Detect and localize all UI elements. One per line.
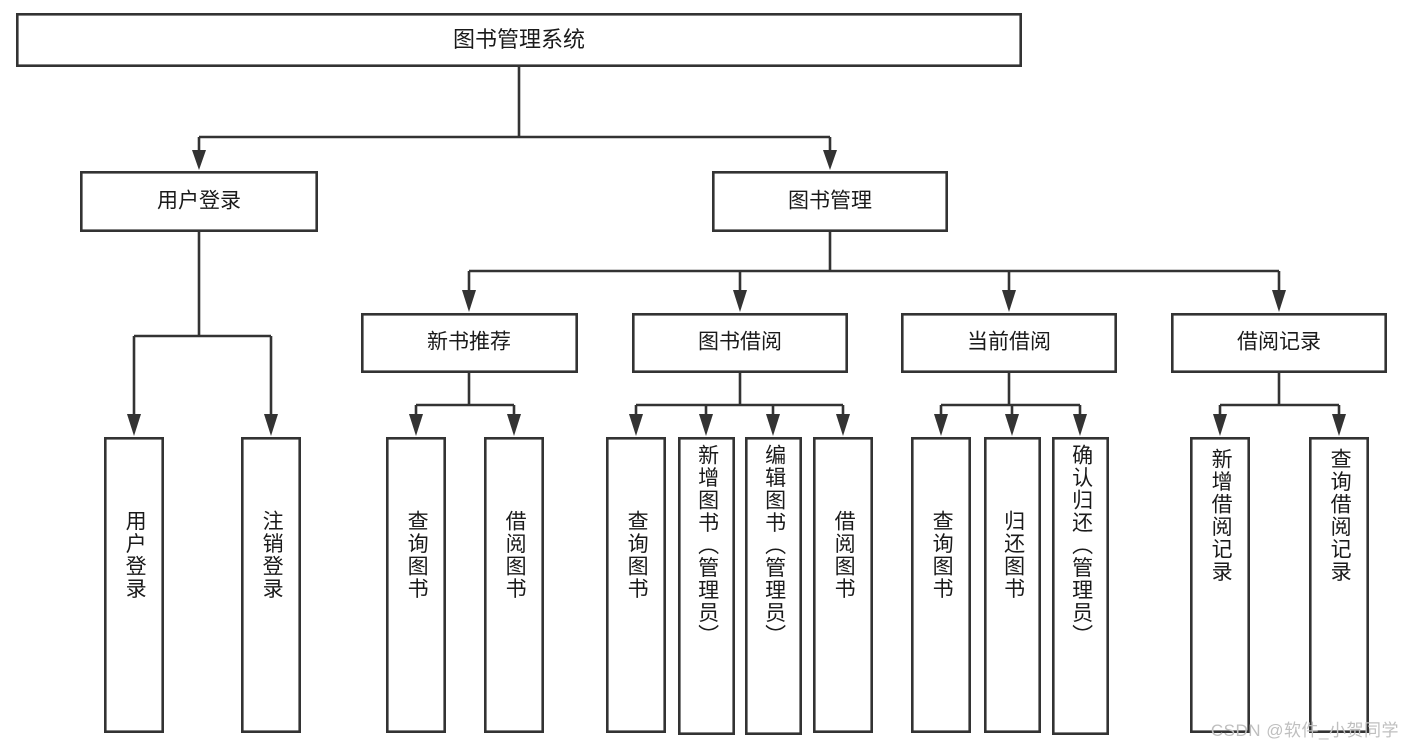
- edge-user-login-to-leaves: [127, 232, 278, 436]
- node-current-borrow-label: 当前借阅: [967, 331, 1051, 354]
- leaf-box-query-book-3[interactable]: [910, 436, 971, 733]
- leaf-box-borrow-book-2[interactable]: [812, 436, 873, 733]
- csdn-watermark: CSDN @软件_小贺同学: [1210, 721, 1399, 740]
- edge-current-borrow-to-leaves: [934, 372, 1087, 436]
- leaf-box-return-book[interactable]: [983, 436, 1041, 733]
- node-borrow-records-label: 借阅记录: [1237, 331, 1321, 354]
- node-book-borrow[interactable]: 图书借阅: [631, 312, 848, 373]
- node-root[interactable]: 图书管理系统: [15, 13, 1023, 68]
- leaf-box-add-borrow-record[interactable]: [1190, 436, 1251, 733]
- edge-book-management-to-level3: [462, 232, 1286, 312]
- leaf-box-query-book-1[interactable]: [385, 436, 446, 733]
- leaf-box-add-book[interactable]: [677, 436, 735, 735]
- leaf-box-query-book-2[interactable]: [605, 436, 666, 733]
- edge-new-book-recommend-to-leaves: [409, 372, 521, 436]
- edge-borrow-records-to-leaves: [1213, 372, 1346, 436]
- node-root-label: 图书管理系统: [453, 27, 585, 52]
- node-book-borrow-label: 图书借阅: [698, 331, 782, 354]
- edge-book-borrow-to-leaves: [629, 372, 850, 436]
- leaf-box-borrow-book-1[interactable]: [483, 436, 544, 733]
- node-book-management[interactable]: 图书管理: [711, 171, 948, 233]
- leaf-box-edit-book[interactable]: [744, 436, 802, 735]
- edge-root-to-bus: [192, 67, 837, 170]
- leaf-box-confirm-return[interactable]: [1052, 436, 1110, 735]
- node-new-book-recommend-label: 新书推荐: [427, 331, 511, 354]
- node-book-management-label: 图书管理: [788, 190, 872, 213]
- node-user-login[interactable]: 用户登录: [80, 171, 318, 233]
- leaf-box-query-borrow-record[interactable]: [1309, 436, 1370, 733]
- node-current-borrow[interactable]: 当前借阅: [900, 312, 1117, 373]
- node-borrow-records[interactable]: 借阅记录: [1171, 312, 1388, 373]
- node-new-book-recommend[interactable]: 新书推荐: [360, 312, 578, 373]
- leaf-box-logout[interactable]: [241, 436, 302, 733]
- leaf-box-user-login[interactable]: [104, 436, 165, 733]
- node-user-login-label: 用户登录: [157, 190, 241, 213]
